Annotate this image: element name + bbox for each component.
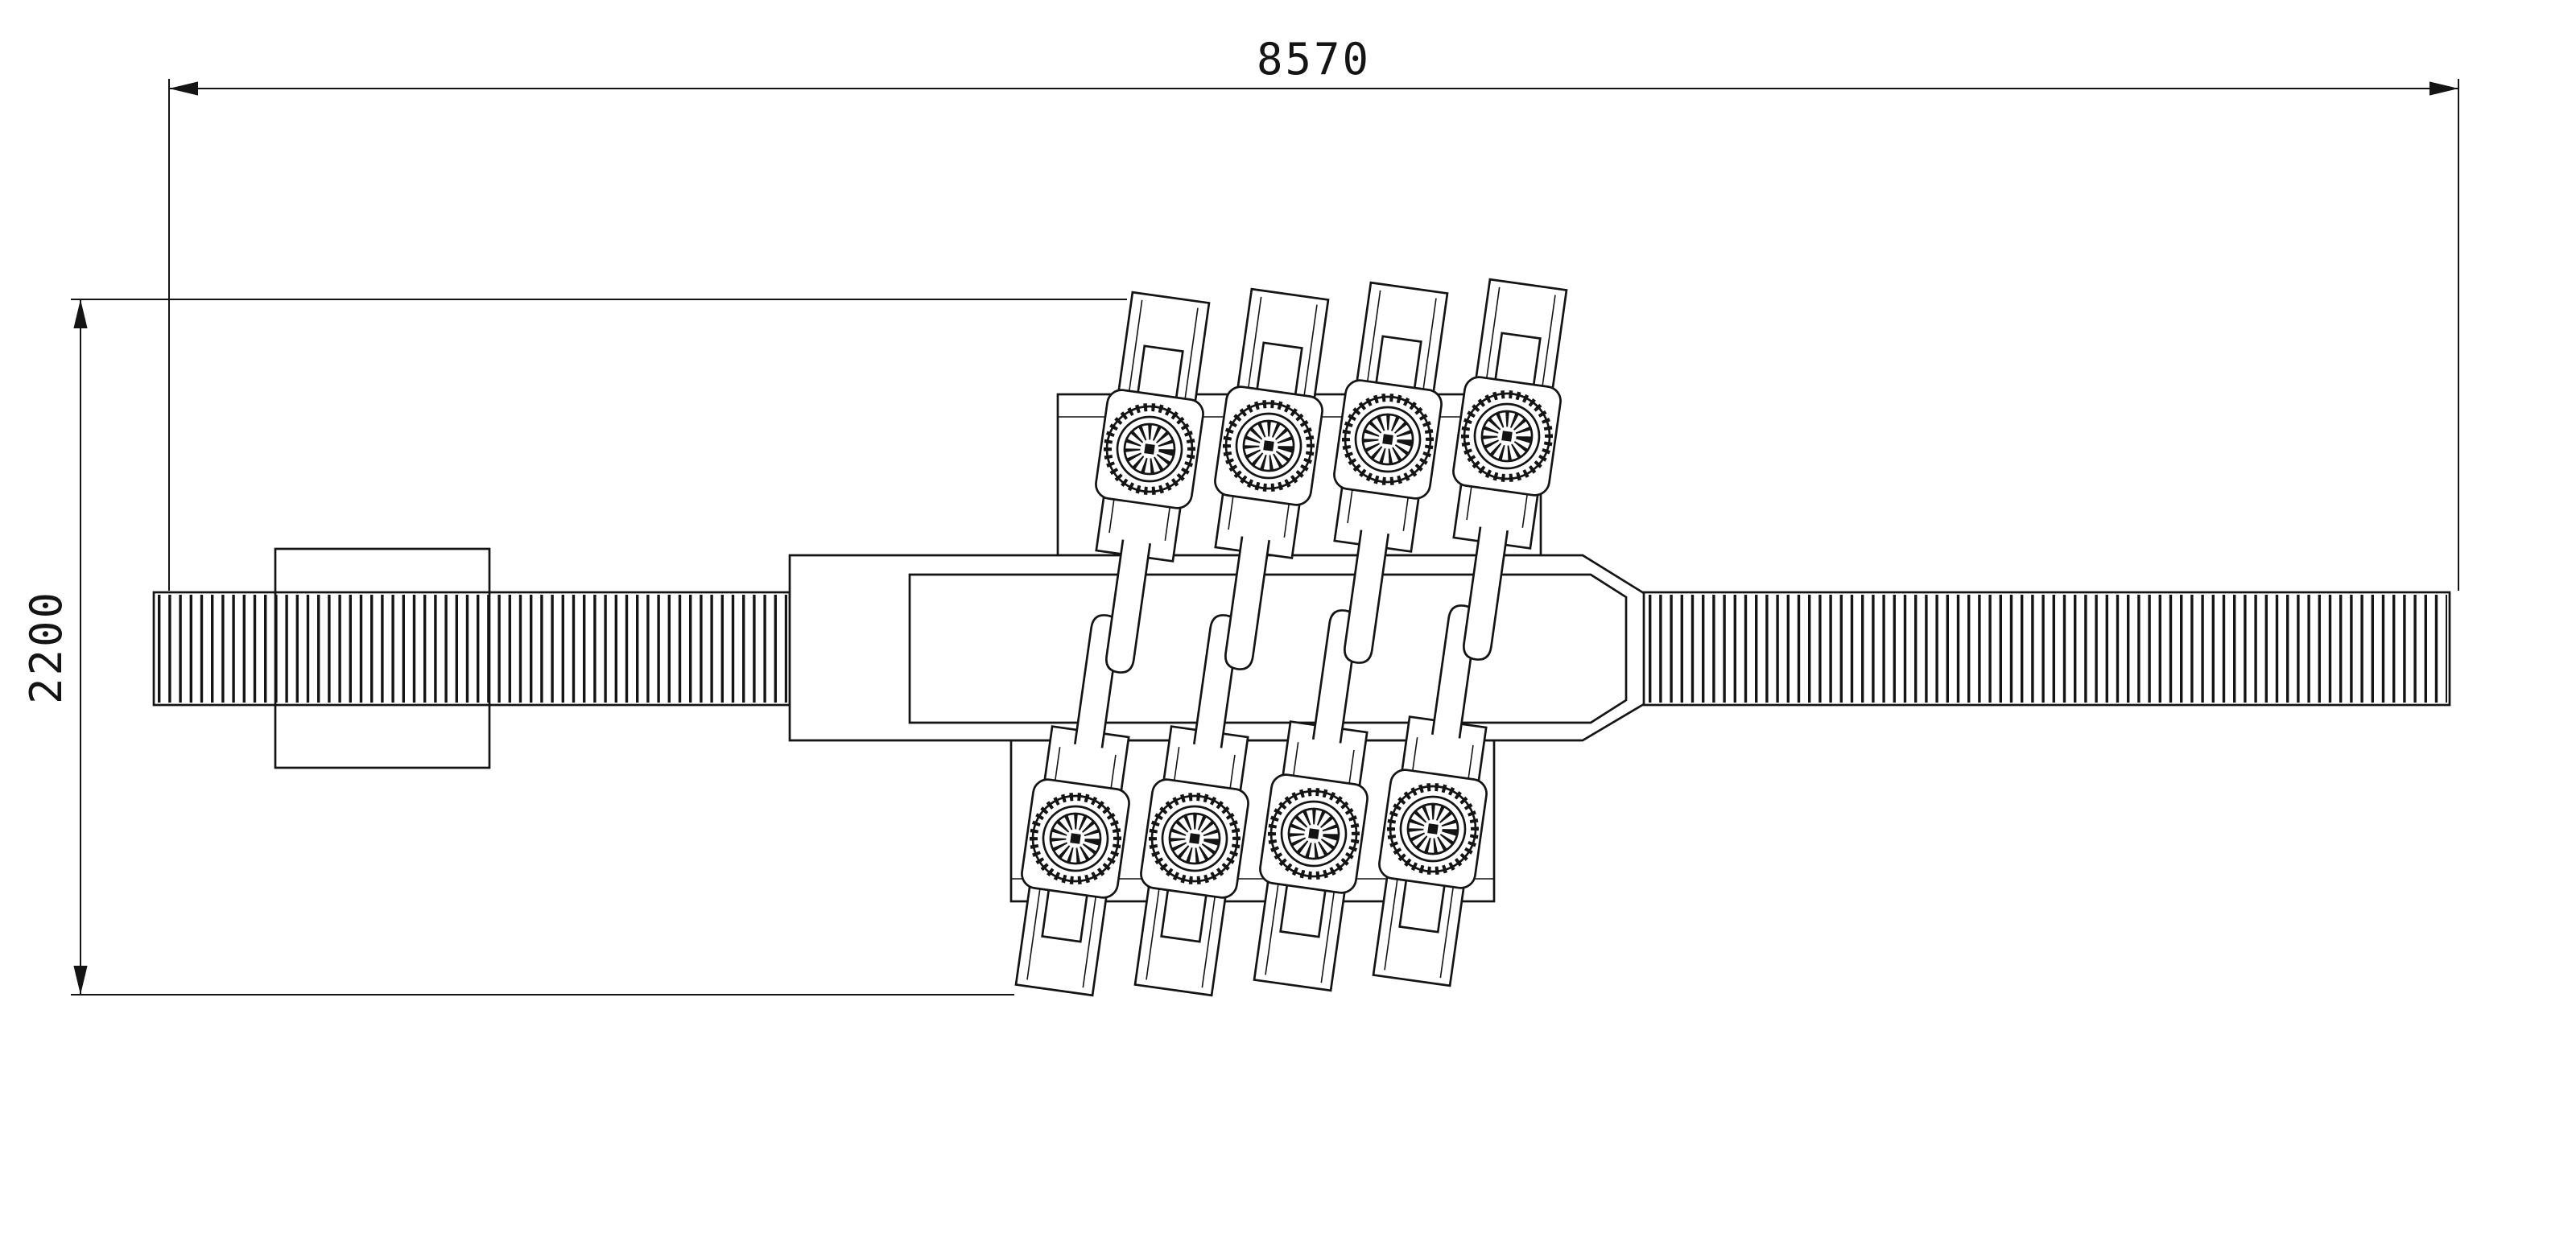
- length-dim-label: 8570: [1257, 34, 1371, 85]
- threaded-rod-left: [152, 591, 791, 707]
- height-dim-label: 2200: [21, 590, 72, 704]
- rod-outline: [152, 591, 791, 707]
- threaded-rod-right: [1641, 591, 2451, 707]
- dimension-overall-length: 8570: [168, 34, 2459, 591]
- arrowhead-top: [73, 299, 88, 328]
- body-inner-outline: [908, 573, 1628, 724]
- arrowhead-left: [169, 81, 198, 96]
- dimension-overall-height: 2200: [21, 299, 1127, 995]
- arrowhead-bottom: [73, 966, 88, 995]
- clamp-block: [274, 547, 491, 769]
- rod-outline: [1641, 591, 2451, 707]
- arrowhead-right: [2429, 81, 2458, 96]
